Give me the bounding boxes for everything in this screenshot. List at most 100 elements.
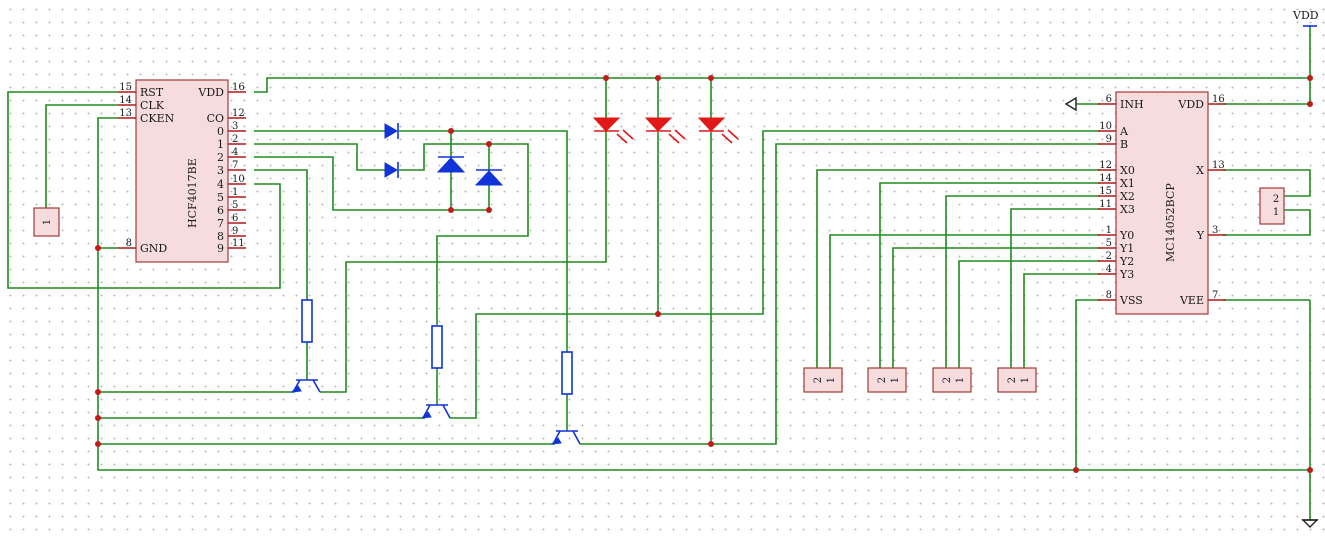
transistor-arrow-icon <box>420 411 432 419</box>
pin-name: VDD <box>197 86 224 99</box>
pin-number: 10 <box>232 174 245 185</box>
wire-x2 <box>945 195 1100 368</box>
pin-number: 1 <box>1106 225 1112 236</box>
pin-number: 9 <box>232 226 238 237</box>
junction <box>655 311 661 317</box>
pin-name: X3 <box>1120 203 1135 216</box>
junction <box>603 75 609 81</box>
led-ray <box>721 133 733 144</box>
diode-icon <box>384 162 398 178</box>
vdd-label: VDD <box>1292 9 1319 22</box>
pin-name: A <box>1119 125 1129 138</box>
led-ray <box>622 129 634 140</box>
wire-y3 <box>1023 273 1100 368</box>
pin-number: 11 <box>232 238 245 249</box>
pin-name: VDD <box>1177 98 1204 111</box>
wire-vdd-rail <box>254 77 1310 93</box>
pin-number: 11 <box>1099 199 1112 210</box>
pin-name: Y2 <box>1119 255 1134 268</box>
wire-q3 <box>254 169 308 300</box>
transistor-arrow-icon <box>550 437 562 445</box>
wire-q2 <box>254 156 451 211</box>
transistor-collector <box>442 404 451 419</box>
led-ray <box>616 133 628 144</box>
junction <box>1307 75 1313 81</box>
wire-d2-out <box>399 143 529 325</box>
wire-clk <box>45 104 118 208</box>
diode-d3 <box>436 156 466 173</box>
ground-icon <box>1301 519 1319 528</box>
junction <box>95 415 101 421</box>
junction <box>95 245 101 251</box>
pin-name: 5 <box>217 191 224 204</box>
junction <box>486 207 492 213</box>
connector-body <box>932 367 972 393</box>
led-ray <box>668 133 680 144</box>
pin-name: 7 <box>217 217 224 230</box>
transistor-q2 <box>420 404 451 419</box>
led-2 <box>644 117 686 144</box>
pin-name: Y1 <box>1119 242 1134 255</box>
connector-pin-label: 2 <box>1273 194 1279 205</box>
diode-icon <box>474 170 504 186</box>
pin-name: Y3 <box>1119 268 1134 281</box>
ground-icon <box>1064 96 1077 112</box>
ground-symbol <box>1301 519 1319 528</box>
connector-pin-label: 1 <box>955 377 966 383</box>
transistor-arrow-icon <box>290 385 302 393</box>
pin-number: 6 <box>1106 94 1112 105</box>
junction <box>448 128 454 134</box>
connector-body <box>33 207 60 237</box>
connector-body <box>803 367 843 393</box>
pin-number: 2 <box>232 134 238 145</box>
connector-output: 2 1 <box>1259 187 1285 225</box>
connector-pin-label: 2 <box>813 377 824 383</box>
junctions <box>95 75 1313 473</box>
pin-number: 12 <box>1099 160 1112 171</box>
pin-name: 4 <box>217 178 224 191</box>
wire-x3 <box>1010 208 1100 368</box>
transistor-q1 <box>290 379 321 393</box>
wire-x1 <box>879 182 1100 368</box>
pin-name: B <box>1120 138 1128 151</box>
junction <box>708 75 714 81</box>
connector-pin-label: 1 <box>1273 207 1279 218</box>
connector-body <box>997 367 1037 393</box>
resistor-r3 <box>561 351 573 395</box>
pin-number: 13 <box>1212 160 1225 171</box>
u2-body <box>1115 91 1209 315</box>
wire-r3 <box>451 130 568 352</box>
resistor-r1 <box>301 299 313 343</box>
wire-cken <box>97 117 118 248</box>
pin-number: 13 <box>119 108 132 119</box>
pin-number: 8 <box>126 238 132 249</box>
wire-y-out <box>1223 209 1311 236</box>
connector-pin-label: 1 <box>826 377 837 383</box>
led-3 <box>697 117 739 144</box>
pin-name: VSS <box>1119 294 1143 307</box>
pin-number: 7 <box>1212 290 1218 301</box>
led-ray <box>674 129 686 140</box>
pin-number: 14 <box>119 95 132 106</box>
wire-t3-c <box>580 143 1100 445</box>
inh-ground-symbol <box>1064 96 1077 112</box>
junction <box>95 389 101 395</box>
pin-name: X2 <box>1120 190 1135 203</box>
pin-name: Y0 <box>1119 229 1134 242</box>
wire-y1 <box>892 247 1100 368</box>
pin-name: 2 <box>217 151 224 164</box>
pin-number: 10 <box>1099 121 1112 132</box>
pin-name: X1 <box>1120 177 1135 190</box>
wire-q1 <box>254 143 385 171</box>
pin-number: 4 <box>1106 264 1112 275</box>
pin-number: 15 <box>119 82 132 93</box>
u2-part-label: MC14052BCP <box>1164 183 1177 262</box>
diode-d1 <box>384 123 399 139</box>
pin-number: 16 <box>232 82 245 93</box>
pin-name: 3 <box>217 164 224 177</box>
